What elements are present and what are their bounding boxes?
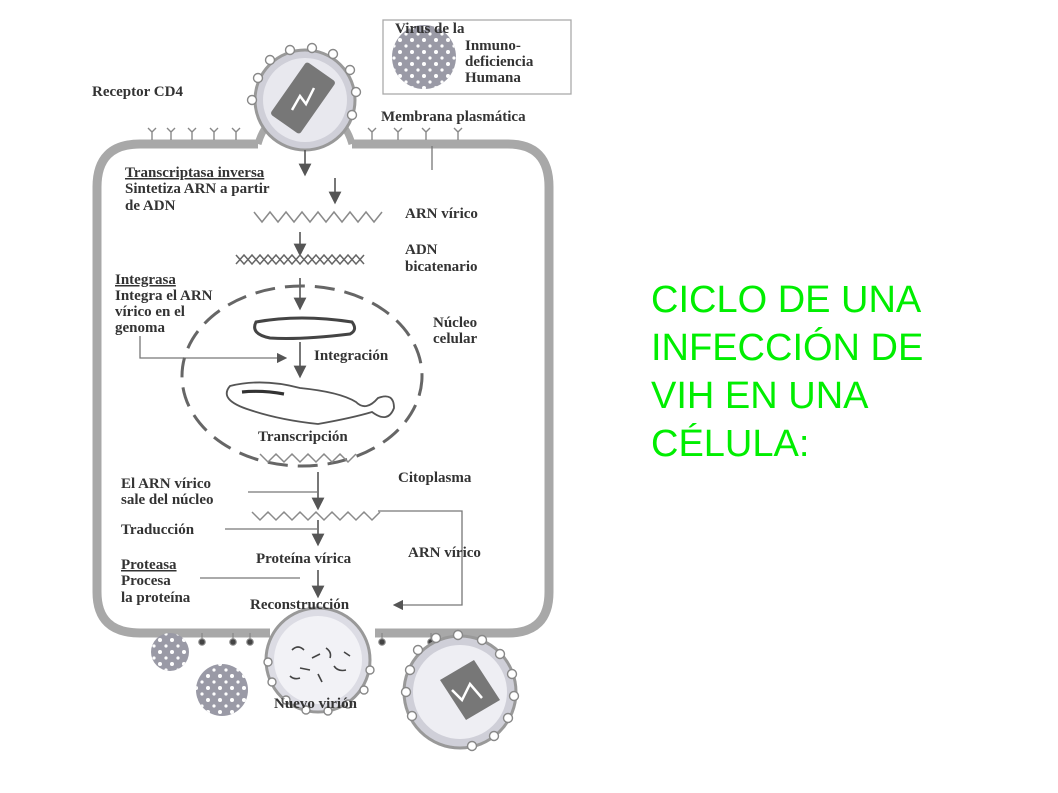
protease-desc2: la proteína (121, 590, 191, 606)
title-line-3: VIH EN UNA (651, 375, 869, 417)
viral-rna-right-label: ARN vírico (408, 545, 481, 561)
nucleus-label-line1: Núcleo (433, 315, 477, 331)
integrated-chromosome (225, 381, 395, 425)
receptor-cd4-label: Receptor CD4 (92, 84, 183, 100)
new-virion-label: Nuevo virión (274, 696, 358, 712)
rna-exit-label-line2: sale del núcleo (121, 492, 214, 508)
integration-label: Integración (314, 348, 389, 364)
membrane-label: Membrana plasmática (381, 109, 526, 125)
rna-exit-label-line1: El ARN vírico (121, 476, 211, 492)
title-line-1: CICLO DE UNA (651, 279, 922, 321)
integrase-desc2: vírico en el (115, 304, 185, 320)
integrase-desc1: Integra el ARN (115, 288, 213, 304)
budding-virion (263, 606, 375, 716)
page-title: CICLO DE UNA INFECCIÓN DE VIH EN UNA CÉL… (651, 276, 1051, 468)
integrase-desc3: genoma (115, 320, 165, 336)
virus-label-line4: Humana (465, 70, 521, 86)
free-virion-small (151, 633, 189, 671)
reverse-transcriptase-title: Transcriptasa inversa (125, 165, 265, 181)
protease-desc1: Procesa (121, 573, 171, 589)
reverse-transcriptase-desc2: de ADN (125, 198, 176, 214)
transcription-label: Transcripción (258, 429, 348, 445)
translation-label: Traducción (121, 522, 195, 538)
virus-label-line1: Virus de la (395, 21, 465, 37)
viral-protein-label: Proteína vírica (256, 551, 352, 567)
chromosome-loop (253, 316, 357, 340)
entering-virus (246, 42, 362, 152)
mature-virion (400, 629, 520, 752)
reverse-transcriptase-desc1: Sintetiza ARN a partir (125, 181, 270, 197)
title-line-2: INFECCIÓN DE (651, 327, 924, 369)
receptor-cd4-markers (147, 127, 463, 140)
diagram-labels: Virus de la Inmuno- deficiencia Humana R… (92, 21, 534, 712)
integrase-title: Integrasa (115, 272, 176, 288)
double-stranded-dna (235, 253, 365, 266)
reconstruction-label: Reconstrucción (250, 597, 350, 613)
connector-lines (139, 146, 463, 611)
dna-label-line1: ADN (405, 242, 438, 258)
cytoplasm-rna-strand (251, 510, 381, 522)
viral-rna-strand (253, 210, 383, 224)
dna-label-line2: bicatenario (405, 259, 478, 275)
transcribed-rna-strand (259, 452, 357, 464)
virus-label-line3: deficiencia (465, 54, 534, 70)
protease-title: Proteasa (121, 557, 177, 573)
viral-rna-label: ARN vírico (405, 206, 478, 222)
virus-label-line2: Inmuno- (465, 38, 521, 54)
hiv-virus-icon (382, 19, 572, 95)
cell-membrane (92, 119, 554, 638)
nucleus-label-line2: celular (433, 331, 477, 347)
cytoplasm-label: Citoplasma (398, 470, 472, 486)
cell-nucleus (180, 284, 424, 468)
free-virion-medium (196, 664, 248, 716)
title-line-4: CÉLULA: (651, 423, 810, 465)
